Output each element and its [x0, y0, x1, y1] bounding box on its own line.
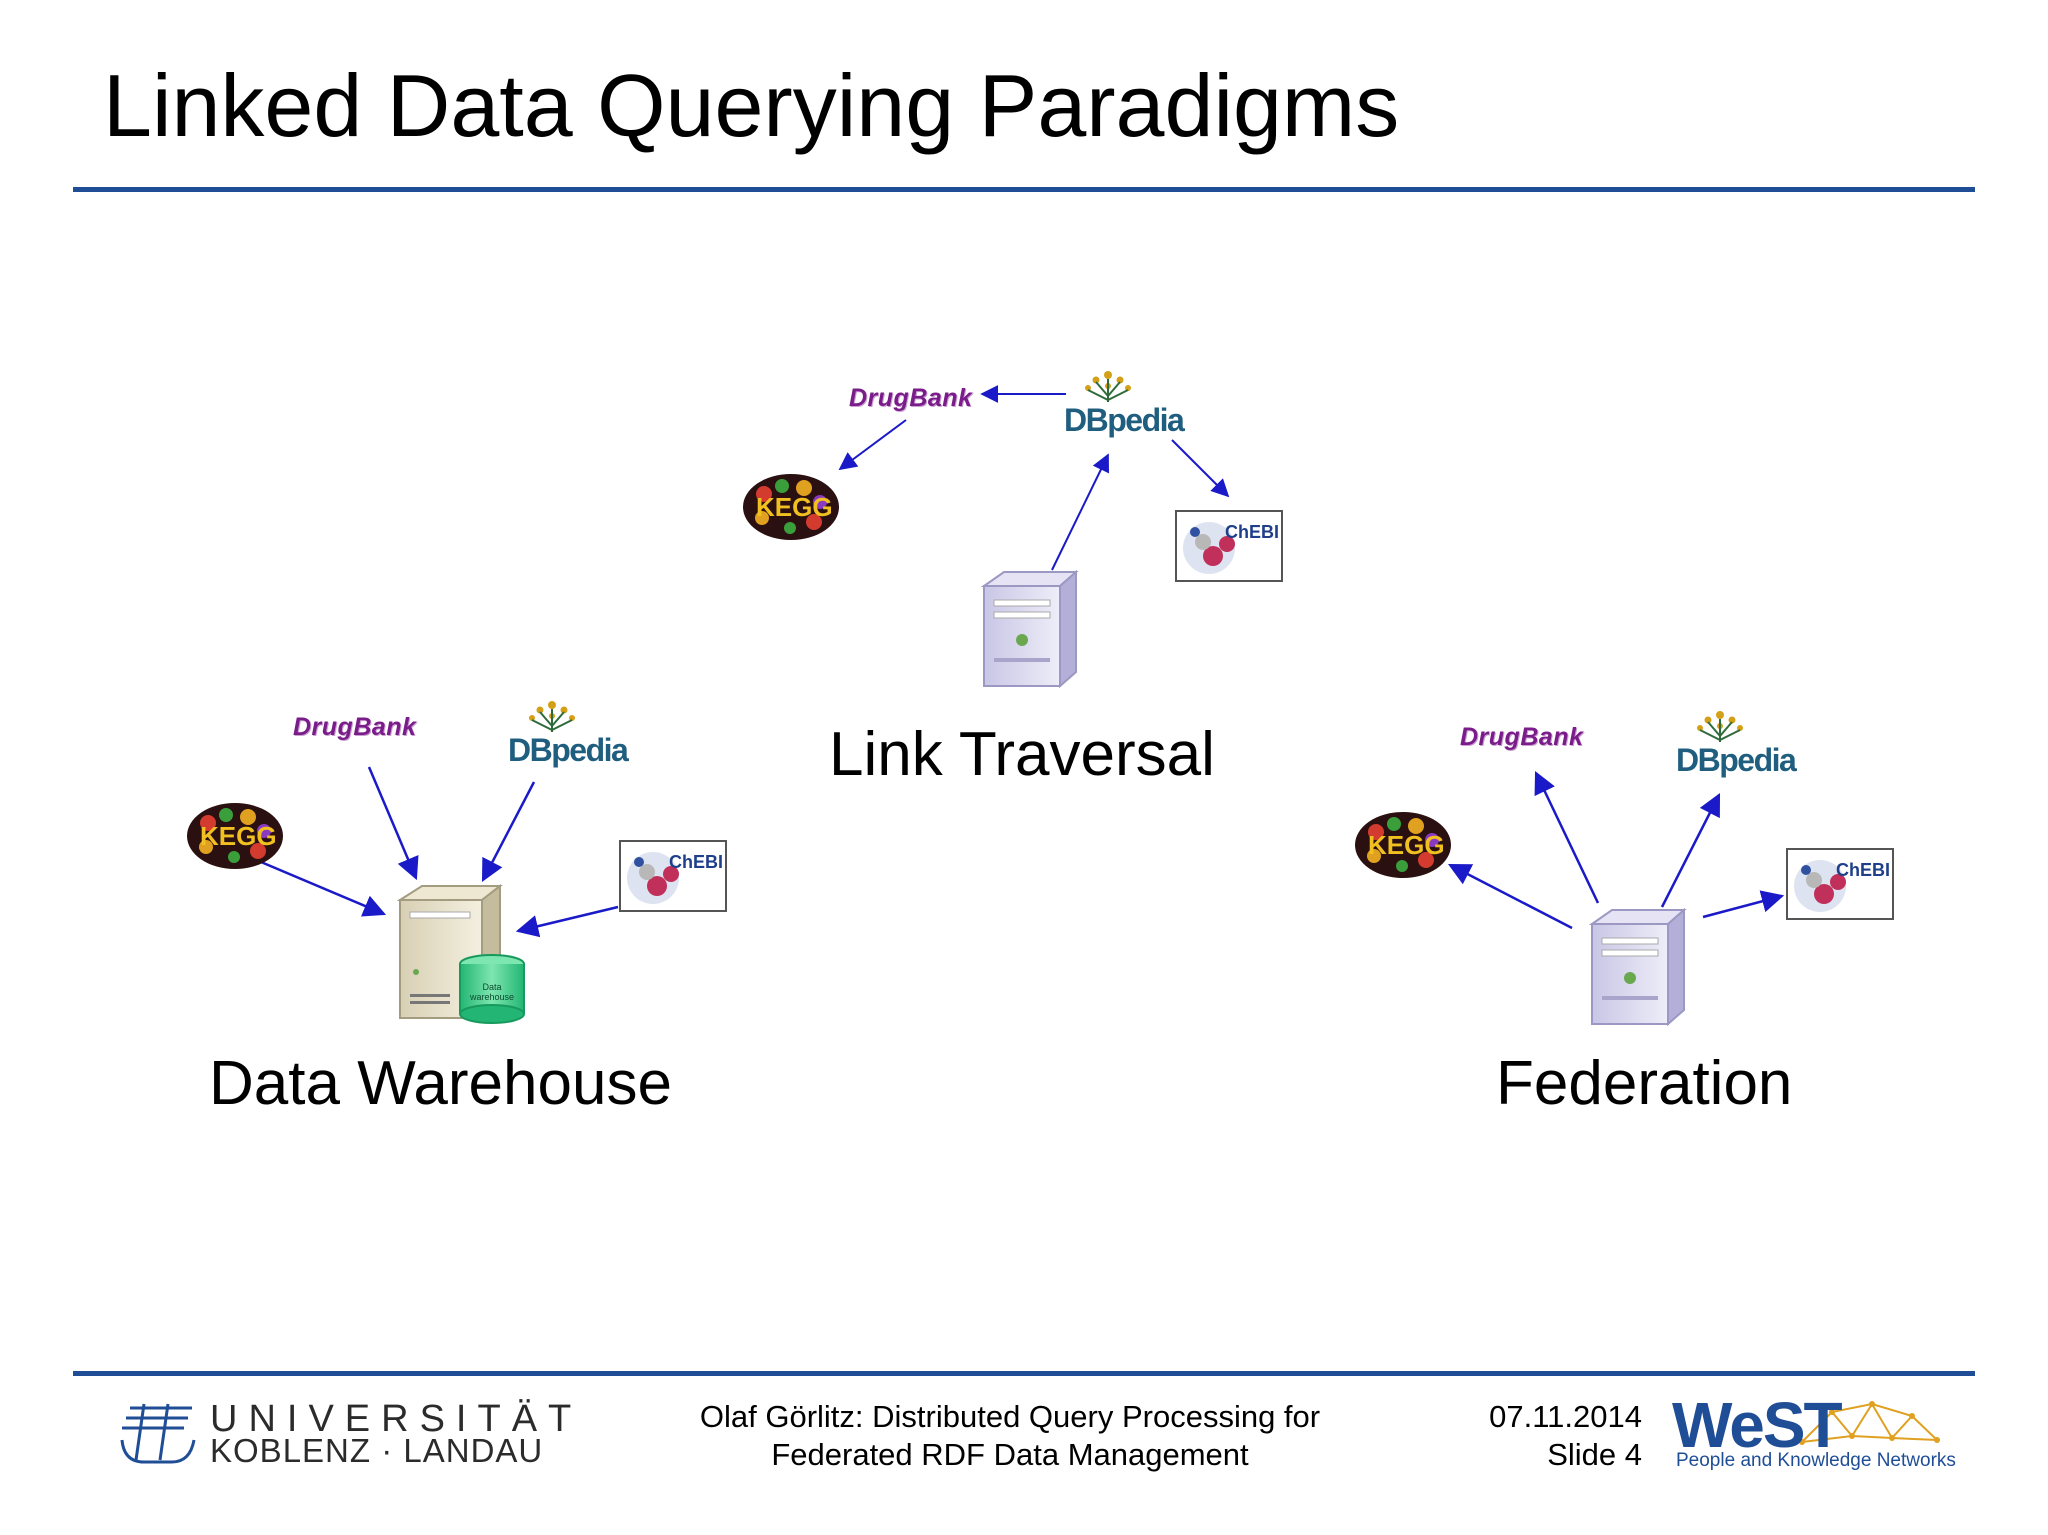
slide-title: Linked Data Querying Paradigms [103, 56, 1400, 155]
west-tagline: People and Knowledge Networks [1676, 1450, 1956, 1471]
molecule-icon [1183, 522, 1235, 574]
title-rule [73, 187, 1975, 192]
slide-meta: 07.11.2014 Slide 4 [1420, 1398, 1642, 1474]
data-warehouse-label: Data Warehouse [209, 1049, 672, 1118]
network-icon [1799, 1401, 1940, 1445]
arrow-fed-to-dbpedia [1660, 792, 1721, 908]
slide-date: 07.11.2014 [1489, 1399, 1642, 1434]
dbpedia-tree-icon [1085, 371, 1131, 402]
university-crest-icon [120, 1403, 196, 1464]
link-traversal-label: Link Traversal [829, 720, 1215, 789]
arrow-chebi-to-warehouse [515, 905, 619, 938]
slide-number: Slide 4 [1547, 1437, 1642, 1472]
dbpedia-tree-icon [1697, 711, 1743, 742]
drugbank-logo: DrugBank [293, 713, 417, 741]
data-warehouse-server: Data warehouse [396, 882, 536, 1026]
footer-rule [73, 1371, 1975, 1376]
svg-text:KEGG: KEGG [756, 492, 833, 522]
chebi-logo: ChEBI [619, 840, 727, 912]
arrow-kegg-to-warehouse [260, 860, 387, 917]
arrow-fed-to-drugbank [1534, 770, 1600, 904]
arrow-server-to-dbpedia [1051, 453, 1109, 571]
molecule-icon [1794, 860, 1846, 912]
arrow-drugbank-to-warehouse [367, 766, 419, 881]
chebi-logo: ChEBI [1786, 848, 1894, 920]
kegg-logo: KEGG [743, 474, 839, 540]
svg-text:KEGG: KEGG [1368, 830, 1445, 860]
server-icon [980, 569, 1079, 689]
chebi-logo: ChEBI [1175, 510, 1283, 582]
west-name: WeST [1672, 1389, 1843, 1461]
svg-text:KEGG: KEGG [200, 821, 277, 851]
university-location: KOBLENZ · LANDAU [210, 1432, 544, 1469]
dbpedia-tree-icon [529, 701, 575, 732]
university-name: UNIVERSITÄT [210, 1398, 583, 1440]
drugbank-logo: DrugBank [1460, 723, 1584, 751]
kegg-logo: KEGG [1355, 812, 1451, 878]
server-icon [1588, 907, 1687, 1027]
warehouse-server-icon [396, 883, 525, 1024]
talk-title: Olaf Görlitz: Distributed Query Processi… [699, 1399, 1321, 1472]
drugbank-logo: DrugBank [849, 384, 973, 412]
arrow-dbpedia-to-chebi [1171, 439, 1230, 498]
arrow-fed-to-kegg [1448, 863, 1573, 930]
west-logo: WeST People and Knowledge Networks [1672, 1389, 1956, 1472]
warehouse-cylinder-label: Data warehouse [469, 982, 515, 1002]
arrow-dbpedia-to-warehouse [481, 781, 536, 882]
arrow-fed-to-chebi [1702, 890, 1785, 919]
kegg-logo: KEGG [187, 803, 283, 869]
arrow-drugbank-to-kegg [838, 419, 907, 471]
federation-label: Federation [1496, 1049, 1793, 1118]
molecule-icon [627, 852, 679, 904]
